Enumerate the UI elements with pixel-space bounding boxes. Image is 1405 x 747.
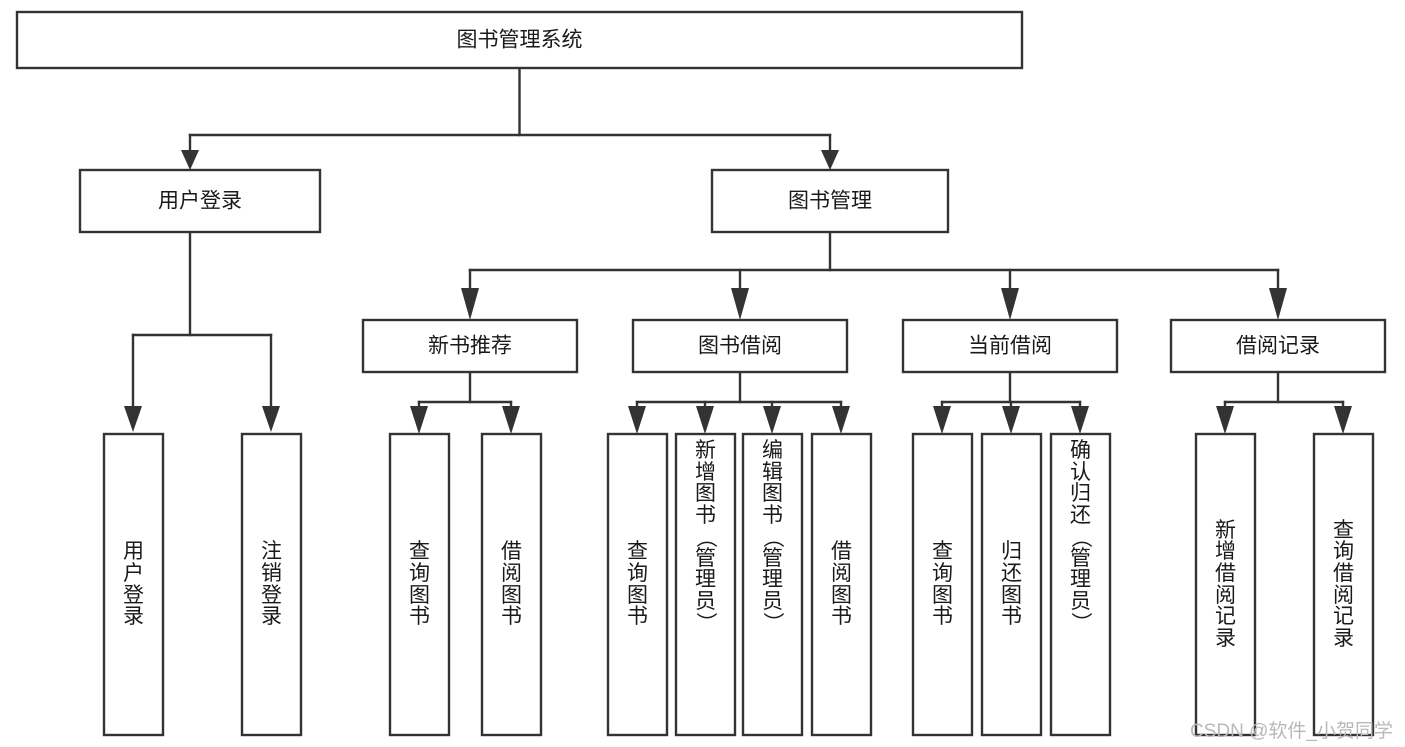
arrow-head-book-borrow xyxy=(731,288,749,320)
arrow-head-leaf-user-login xyxy=(124,406,142,432)
node-box-leaf-confirm-return[interactable] xyxy=(1049,432,1112,737)
node-box-leaf-add-record[interactable] xyxy=(1194,432,1257,737)
connector-group-book-manage xyxy=(461,230,1287,320)
connector-group-root xyxy=(181,66,839,170)
node-label-user-login: 用户登录 xyxy=(158,190,242,213)
node-box-borrow-record[interactable] xyxy=(1169,318,1387,374)
arrow-head-user-login xyxy=(181,150,199,170)
node-label-current-borrow: 当前借阅 xyxy=(968,335,1052,358)
node-box-current-borrow[interactable] xyxy=(901,318,1119,374)
arrow-head-leaf-query-record xyxy=(1334,406,1352,434)
arrow-head-current-borrow xyxy=(1001,288,1019,320)
node-box-book-borrow[interactable] xyxy=(631,318,849,374)
node-label-new-book-recommend: 新书推荐 xyxy=(428,335,512,358)
node-box-root[interactable] xyxy=(15,10,1024,70)
arrow-head-leaf-return-book xyxy=(1002,406,1020,434)
node-label-book-borrow: 图书借阅 xyxy=(698,335,782,358)
arrow-head-leaf-borrow-book-1 xyxy=(502,406,520,434)
arrow-head-book-manage xyxy=(821,150,839,170)
arrow-head-leaf-query-book-2 xyxy=(628,406,646,434)
connector-group-user-login xyxy=(124,230,280,432)
node-box-leaf-borrow-book-2[interactable] xyxy=(810,432,873,737)
node-label-book-manage: 图书管理 xyxy=(788,190,872,213)
connector-group-book-borrow xyxy=(628,370,850,434)
node-box-leaf-query-book-3[interactable] xyxy=(911,432,974,737)
connector-group-current-borrow xyxy=(933,370,1089,434)
node-box-leaf-return-book[interactable] xyxy=(980,432,1043,737)
node-box-user-login[interactable] xyxy=(78,168,322,234)
arrow-head-leaf-add-book xyxy=(696,406,714,434)
connector-group-borrow-record xyxy=(1216,370,1352,434)
node-box-leaf-user-logout[interactable] xyxy=(240,432,303,737)
node-box-leaf-add-book[interactable] xyxy=(674,432,737,737)
arrow-head-leaf-query-book-1 xyxy=(410,406,428,434)
node-label-root: 图书管理系统 xyxy=(457,29,583,52)
node-box-new-book-recommend[interactable] xyxy=(361,318,579,374)
node-box-leaf-query-book-1[interactable] xyxy=(388,432,451,737)
node-box-leaf-query-book-2[interactable] xyxy=(606,432,669,737)
arrow-head-leaf-confirm-return xyxy=(1071,406,1089,434)
arrow-head-leaf-edit-book xyxy=(763,406,781,434)
arrow-head-leaf-query-book-3 xyxy=(933,406,951,434)
node-label-borrow-record: 借阅记录 xyxy=(1236,335,1320,358)
arrow-head-leaf-add-record xyxy=(1216,406,1234,434)
csdn-watermark: CSDN @软件_小贺同学 xyxy=(1190,721,1393,742)
arrow-head-new-book-recommend xyxy=(461,288,479,320)
arrow-head-leaf-borrow-book-2 xyxy=(832,406,850,434)
node-box-leaf-edit-book[interactable] xyxy=(741,432,804,737)
node-box-book-manage[interactable] xyxy=(710,168,950,234)
node-box-leaf-borrow-book-1[interactable] xyxy=(480,432,543,737)
node-box-leaf-query-record[interactable] xyxy=(1312,432,1375,737)
arrow-head-leaf-user-logout xyxy=(262,406,280,432)
node-box-leaf-user-login[interactable] xyxy=(102,432,165,737)
arrow-head-borrow-record xyxy=(1269,288,1287,320)
connector-group-new-book-recommend xyxy=(410,370,520,434)
